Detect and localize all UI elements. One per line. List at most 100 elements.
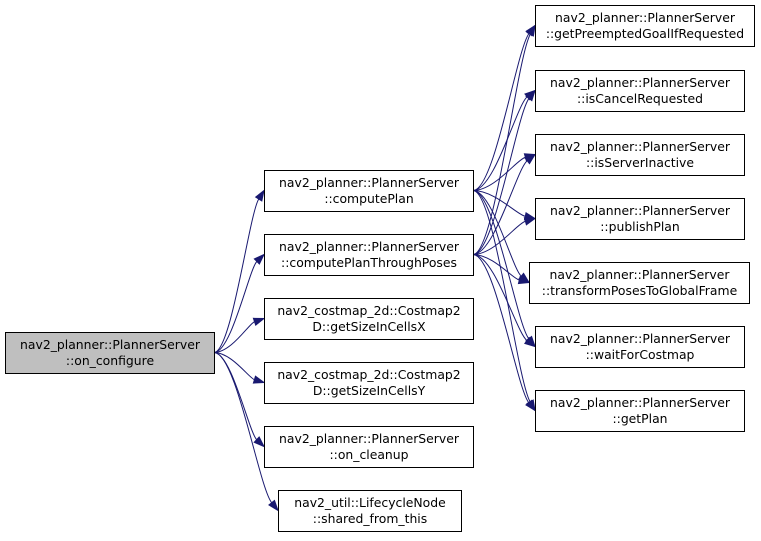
node-label-line2: ::computePlan [324,191,413,206]
node-label-line2: ::computePlanThroughPoses [281,255,457,270]
arrow-head-icon [253,253,266,265]
edge-line [472,33,530,191]
edges-layer [213,24,537,512]
node-shared_from_this[interactable]: nav2_util::LifecycleNode::shared_from_th… [278,490,462,532]
node-isCancelRequested[interactable]: nav2_planner::PlannerServer::isCancelReq… [535,70,745,112]
arrow-head-icon [253,436,266,448]
edge-line [472,190,522,277]
edge-computePlanThroughPoses-to-isServerInactive [472,153,537,255]
node-getPlan[interactable]: nav2_planner::PlannerServer::getPlan [535,390,745,432]
edge-line [472,254,528,341]
node-label-line1: nav2_planner::PlannerServer [550,267,731,282]
arrow-head-icon [524,153,537,165]
edge-computePlanThroughPoses-to-getPlan [472,254,536,412]
node-label-line1: nav2_util::LifecycleNode [294,495,446,510]
edge-line [213,352,273,504]
node-computePlanThroughPoses[interactable]: nav2_planner::PlannerServer::computePlan… [264,234,474,276]
node-label-line2: ::isCancelRequested [577,91,703,106]
node-on_configure[interactable]: nav2_planner::PlannerServer::on_configur… [5,332,215,374]
node-label-line2: ::waitForCostmap [586,347,695,362]
edge-on_configure-to-computePlan [213,189,265,353]
node-box [264,362,474,404]
node-box [535,5,755,47]
node-label-line1: nav2_planner::PlannerServer [550,75,731,90]
node-isServerInactive[interactable]: nav2_planner::PlannerServer::isServerIna… [535,134,745,176]
node-label-line2: ::getPlan [612,411,667,426]
node-label-line1: nav2_costmap_2d::Costmap2 [277,367,460,382]
arrow-head-icon [526,24,536,37]
node-box [264,170,474,212]
edge-line [472,254,520,281]
edge-line [472,254,530,403]
edge-on_configure-to-computePlanThroughPoses [213,253,266,353]
edge-computePlanThroughPoses-to-transformPosesToGlobalFrame [472,254,531,285]
edge-line [472,156,526,191]
node-label-line2: ::shared_from_this [313,511,427,526]
node-box [5,332,215,374]
node-label-line2: ::on_cleanup [329,447,408,462]
node-box [529,262,750,304]
node-box [264,426,474,468]
node-waitForCostmap[interactable]: nav2_planner::PlannerServer::waitForCost… [535,326,745,368]
arrow-head-icon [252,317,266,326]
edge-line [472,190,526,217]
node-label-line1: nav2_costmap_2d::Costmap2 [277,303,460,318]
edge-line [472,98,530,255]
edge-line [472,34,531,255]
node-label-line1: nav2_planner::PlannerServer [20,337,201,352]
node-label-line2: ::on_configure [66,353,154,368]
edge-line [472,190,530,339]
edge-computePlanThroughPoses-to-getPreemptedGoalIfRequested [472,24,536,255]
node-label-line2: ::publishPlan [600,219,680,234]
edge-on_configure-to-shared_from_this [213,352,279,512]
node-getPreemptedGoalIfRequested[interactable]: nav2_planner::PlannerServer::getPreempte… [535,5,755,47]
node-label-line1: nav2_planner::PlannerServer [550,395,731,410]
arrow-head-icon [523,336,537,348]
node-transformPosesToGlobalFrame[interactable]: nav2_planner::PlannerServer::transformPo… [529,262,750,304]
edge-computePlanThroughPoses-to-waitForCostmap [472,254,537,348]
edge-on_configure-to-getSizeInCellsY [213,352,266,384]
node-label-line2: ::isServerInactive [586,155,694,170]
arrow-head-icon [268,499,279,512]
edge-line [213,261,258,353]
node-box [535,198,745,240]
node-label-line1: nav2_planner::PlannerServer [550,139,731,154]
node-box [264,234,474,276]
node-label-line2: D::getSizeInCellsY [313,383,426,398]
node-label-line2: ::transformPosesToGlobalFrame [542,283,737,298]
node-box [264,298,474,340]
edge-computePlan-to-publishPlan [472,190,537,221]
arrow-head-icon [252,375,266,384]
edge-line [472,220,526,255]
node-label-line2: D::getSizeInCellsX [312,319,426,334]
nodes-layer: nav2_planner::PlannerServer::on_configur… [5,5,755,532]
node-label-line2: ::getPreemptedGoalIfRequested [546,26,744,41]
edge-computePlan-to-getPreemptedGoalIfRequested [472,24,536,191]
edge-line [472,96,528,191]
node-label-line1: nav2_planner::PlannerServer [550,331,731,346]
node-label-line1: nav2_planner::PlannerServer [279,175,460,190]
node-label-line1: nav2_planner::PlannerServer [279,431,460,446]
node-getSizeInCellsX[interactable]: nav2_costmap_2d::Costmap2D::getSizeInCel… [264,298,474,340]
node-label-line1: nav2_planner::PlannerServer [550,203,731,218]
edge-line [213,198,260,353]
node-box [535,134,745,176]
node-getSizeInCellsY[interactable]: nav2_costmap_2d::Costmap2D::getSizeInCel… [264,362,474,404]
node-box [535,70,745,112]
node-label-line1: nav2_planner::PlannerServer [555,10,736,25]
edge-line [472,190,531,403]
node-computePlan[interactable]: nav2_planner::PlannerServer::computePlan [264,170,474,212]
edge-line [213,352,258,441]
edge-on_configure-to-getSizeInCellsX [213,317,266,353]
arrow-head-icon [525,89,536,102]
node-box [535,390,745,432]
node-box [278,490,462,532]
node-on_cleanup[interactable]: nav2_planner::PlannerServer::on_cleanup [264,426,474,468]
node-label-line1: nav2_planner::PlannerServer [279,239,460,254]
node-box [535,326,745,368]
edge-on_configure-to-on_cleanup [213,352,266,448]
node-publishPlan[interactable]: nav2_planner::PlannerServer::publishPlan [535,198,745,240]
edge-computePlanThroughPoses-to-isCancelRequested [472,89,536,255]
arrow-head-icon [517,275,531,285]
edge-line [472,160,528,255]
